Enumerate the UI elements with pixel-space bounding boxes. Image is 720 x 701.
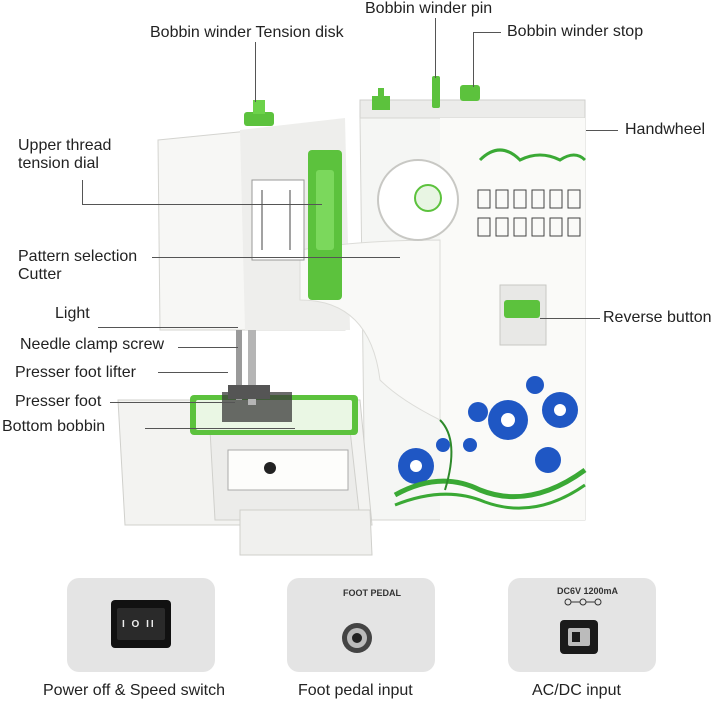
leader-upper-tension-v xyxy=(82,180,83,204)
dc-jack-icon xyxy=(560,598,602,654)
detail-card-foot-pedal: FOOT PEDAL xyxy=(287,578,435,672)
label-cutter: Cutter xyxy=(18,266,62,283)
switch-marks: I O II xyxy=(122,619,156,630)
leader-reverse xyxy=(540,318,600,319)
leader-winder-stop-h xyxy=(473,32,501,33)
leader-handwheel xyxy=(586,130,618,131)
detail-card-acdc: DC6V 1200mA xyxy=(508,578,656,672)
label-upper-thread-tension-dial: Upper thread tension dial xyxy=(18,137,112,172)
jack-socket-icon xyxy=(342,623,372,653)
leader-winder-stop-v xyxy=(473,32,474,87)
leader-winder-pin xyxy=(435,18,436,78)
label-bottom-bobbin: Bottom bobbin xyxy=(2,418,106,435)
label-presser-foot: Presser foot xyxy=(15,393,102,410)
label-light: Light xyxy=(55,305,90,322)
leader-needle-clamp xyxy=(178,347,238,348)
label-handwheel: Handwheel xyxy=(625,121,706,138)
detail-card-power-switch: I O II xyxy=(67,578,215,672)
label-reverse-button: Reverse button xyxy=(603,309,712,326)
caption-foot-pedal-input: Foot pedal input xyxy=(298,682,413,699)
leader-presser-lifter xyxy=(158,372,228,373)
rocker-switch-icon xyxy=(111,600,171,648)
leader-bottom-bobbin xyxy=(145,428,295,429)
label-pattern-selection: Pattern selection xyxy=(18,248,138,265)
label-bobbin-winder-tension-disk: Bobbin winder Tension disk xyxy=(150,24,344,41)
leader-pattern-selection xyxy=(152,257,400,258)
leader-presser-foot xyxy=(110,402,235,403)
label-needle-clamp-screw: Needle clamp screw xyxy=(20,336,165,353)
foot-pedal-label: FOOT PEDAL xyxy=(343,588,401,598)
label-bobbin-winder-stop: Bobbin winder stop xyxy=(507,23,644,40)
leader-upper-tension-h xyxy=(82,204,322,205)
dc-rating-label: DC6V 1200mA xyxy=(557,586,619,596)
leader-tension-disk xyxy=(255,42,256,102)
leader-light xyxy=(98,327,238,328)
label-bobbin-winder-pin: Bobbin winder pin xyxy=(365,0,493,17)
caption-acdc-input: AC/DC input xyxy=(532,682,621,699)
caption-power-switch: Power off & Speed switch xyxy=(43,682,226,699)
label-presser-foot-lifter: Presser foot lifter xyxy=(15,364,136,381)
